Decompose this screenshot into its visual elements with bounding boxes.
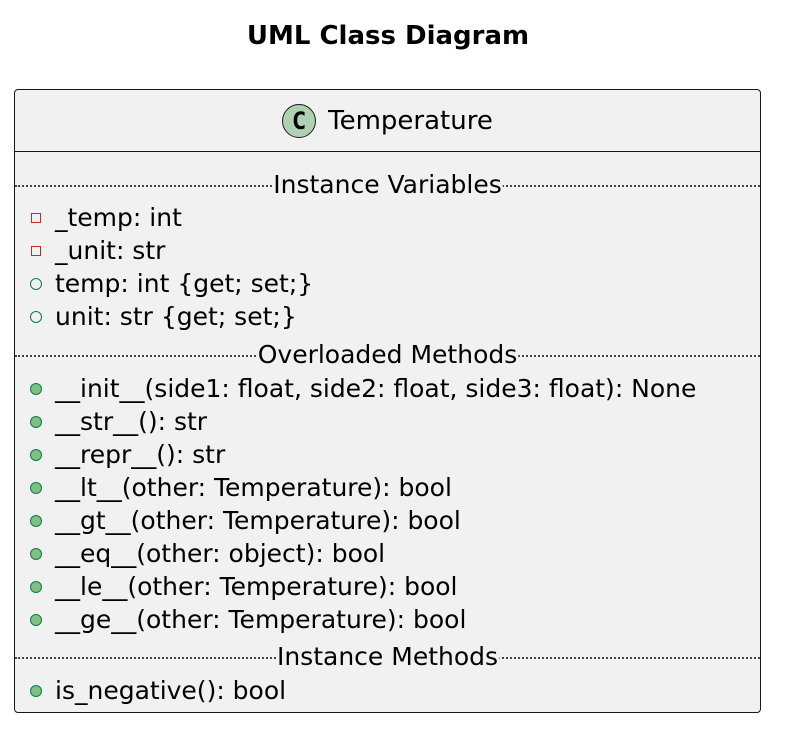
- member-row: __eq__(other: object): bool: [29, 538, 385, 570]
- member-text: _temp: int: [55, 203, 182, 232]
- section-separator-overloaded-methods: Overloaded Methods: [15, 340, 760, 370]
- member-text: __le__(other: Temperature): bool: [55, 572, 458, 601]
- section-separator-instance-variables: Instance Variables: [15, 170, 760, 200]
- class-stereotype-icon: C: [282, 103, 317, 138]
- member-row: __lt__(other: Temperature): bool: [29, 472, 452, 504]
- member-text: is_negative(): bool: [55, 676, 287, 705]
- class-header: C Temperature: [15, 90, 760, 152]
- member-row: __repr__(): str: [29, 439, 225, 471]
- member-text: __ge__(other: Temperature): bool: [55, 605, 467, 634]
- public-method-visibility-icon: [29, 373, 55, 405]
- member-text: __repr__(): str: [55, 440, 226, 469]
- public-method-visibility-icon: [29, 538, 55, 570]
- public-method-visibility-icon: [29, 439, 55, 471]
- member-text: __gt__(other: Temperature): bool: [55, 506, 461, 535]
- member-text: __eq__(other: object): bool: [55, 539, 386, 568]
- member-row: temp: int {get; set;}: [29, 268, 313, 300]
- section-separator-instance-methods: Instance Methods: [15, 642, 760, 672]
- class-box-temperature[interactable]: C Temperature Instance Variables _temp: …: [14, 89, 761, 713]
- public-field-visibility-icon: [29, 268, 55, 300]
- public-method-visibility-icon: [29, 505, 55, 537]
- public-method-visibility-icon: [29, 675, 55, 707]
- public-method-visibility-icon: [29, 472, 55, 504]
- member-row: _unit: str: [29, 235, 165, 267]
- section-label: Instance Variables: [272, 170, 503, 200]
- member-row: __le__(other: Temperature): bool: [29, 571, 458, 603]
- diagram-title: UML Class Diagram: [246, 21, 530, 51]
- member-row: __init__(side1: float, side2: float, sid…: [29, 373, 696, 405]
- public-field-visibility-icon: [29, 301, 55, 333]
- private-visibility-icon: [29, 235, 55, 267]
- public-method-visibility-icon: [29, 604, 55, 636]
- member-text: temp: int {get; set;}: [55, 269, 314, 298]
- member-row: is_negative(): bool: [29, 675, 286, 707]
- member-text: _unit: str: [55, 236, 166, 265]
- member-text: __lt__(other: Temperature): bool: [55, 473, 452, 502]
- member-row: unit: str {get; set;}: [29, 301, 297, 333]
- section-label: Instance Methods: [275, 642, 500, 672]
- member-text: __str__(): str: [55, 407, 208, 436]
- member-row: __ge__(other: Temperature): bool: [29, 604, 466, 636]
- public-method-visibility-icon: [29, 571, 55, 603]
- public-method-visibility-icon: [29, 406, 55, 438]
- private-visibility-icon: [29, 202, 55, 234]
- member-text: __init__(side1: float, side2: float, sid…: [55, 374, 697, 403]
- member-row: _temp: int: [29, 202, 182, 234]
- section-label: Overloaded Methods: [256, 340, 519, 370]
- member-row: __gt__(other: Temperature): bool: [29, 505, 461, 537]
- class-name: Temperature: [328, 105, 493, 136]
- member-text: unit: str {get; set;}: [55, 302, 297, 331]
- member-row: __str__(): str: [29, 406, 207, 438]
